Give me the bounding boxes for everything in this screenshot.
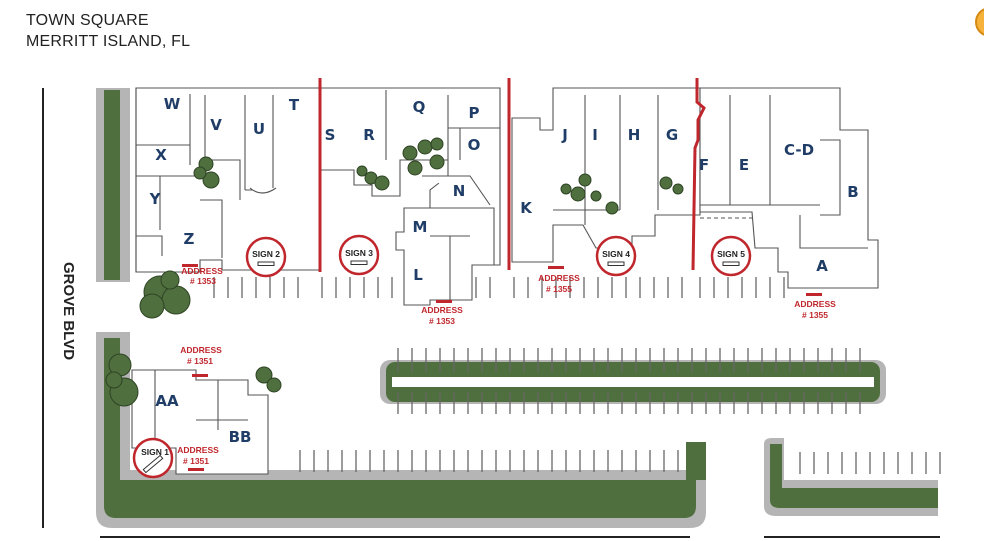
- address-markers: ADDRESS # 1353 ADDRESS # 1353 ADDRESS # …: [177, 264, 836, 471]
- sign-4-label: SIGN 4: [602, 249, 630, 259]
- sign-3-label: SIGN 3: [345, 248, 373, 258]
- sign-4: SIGN 4: [595, 235, 637, 277]
- unit-label-e: E: [739, 156, 749, 174]
- address-number-6: # 1351: [183, 456, 209, 466]
- address-number-4: # 1355: [802, 310, 828, 320]
- address-label-4: ADDRESS: [794, 299, 836, 309]
- unit-label-l: L: [413, 266, 423, 284]
- unit-label-y: Y: [149, 190, 162, 208]
- address-label-2: ADDRESS: [421, 305, 463, 315]
- unit-labels: W V U T S R Q P O X Y Z N M L K J I H G …: [149, 95, 859, 446]
- parcel-divisions: [318, 78, 706, 272]
- address-label-5: ADDRESS: [180, 345, 222, 355]
- unit-label-u: U: [253, 120, 265, 138]
- sign-1-label: SIGN 1: [141, 447, 169, 457]
- sign-5-label: SIGN 5: [717, 249, 745, 259]
- unit-label-cd: C-D: [784, 141, 814, 159]
- map-title: TOWN SQUARE MERRITT ISLAND, FL: [26, 10, 190, 52]
- sign-2-label: SIGN 2: [252, 249, 280, 259]
- unit-label-m: M: [413, 218, 428, 236]
- unit-label-t: T: [289, 96, 300, 114]
- address-label-1: ADDRESS: [181, 266, 223, 276]
- address-label-6: ADDRESS: [177, 445, 219, 455]
- unit-label-h: H: [628, 126, 641, 144]
- unit-label-w: W: [164, 95, 181, 113]
- unit-label-g: G: [666, 126, 678, 144]
- unit-label-i: I: [592, 126, 598, 144]
- unit-label-v: V: [210, 116, 222, 134]
- sign-5: SIGN 5: [710, 235, 752, 277]
- address-number-3: # 1355: [546, 284, 572, 294]
- unit-label-aa: AA: [155, 392, 179, 410]
- unit-label-j: J: [561, 126, 568, 144]
- unit-label-q: Q: [413, 98, 426, 116]
- address-number-1: # 1353: [190, 276, 216, 286]
- buildings: [131, 87, 879, 475]
- unit-label-p: P: [469, 104, 480, 122]
- sign-markers: SIGN 1 SIGN 2 SIGN 3 SIGN 4 SIGN 5: [132, 234, 752, 479]
- logo-mark: [975, 8, 984, 36]
- unit-label-f: F: [699, 156, 709, 174]
- parking-stalls: [213, 277, 941, 474]
- address-number-2: # 1353: [429, 316, 455, 326]
- address-label-3: ADDRESS: [538, 273, 580, 283]
- unit-label-r: R: [363, 126, 375, 144]
- title-line-1: TOWN SQUARE: [26, 12, 149, 29]
- unit-label-n: N: [453, 182, 466, 200]
- road-label: GROVE BLVD: [60, 262, 77, 360]
- unit-label-z: Z: [184, 230, 195, 248]
- sign-3: SIGN 3: [338, 234, 380, 276]
- trees: [105, 137, 684, 407]
- sign-1: SIGN 1: [132, 437, 174, 479]
- sign-2: SIGN 2: [245, 236, 287, 278]
- address-number-5: # 1351: [187, 356, 213, 366]
- unit-label-s: S: [325, 126, 336, 144]
- unit-label-bb: BB: [229, 428, 252, 446]
- unit-label-o: O: [468, 136, 481, 154]
- landscape-strips: [96, 88, 938, 528]
- title-line-2: MERRITT ISLAND, FL: [26, 33, 191, 50]
- unit-label-k: K: [520, 199, 533, 217]
- unit-label-x: X: [155, 146, 167, 164]
- unit-label-a: A: [816, 257, 828, 275]
- unit-label-b: B: [847, 183, 858, 201]
